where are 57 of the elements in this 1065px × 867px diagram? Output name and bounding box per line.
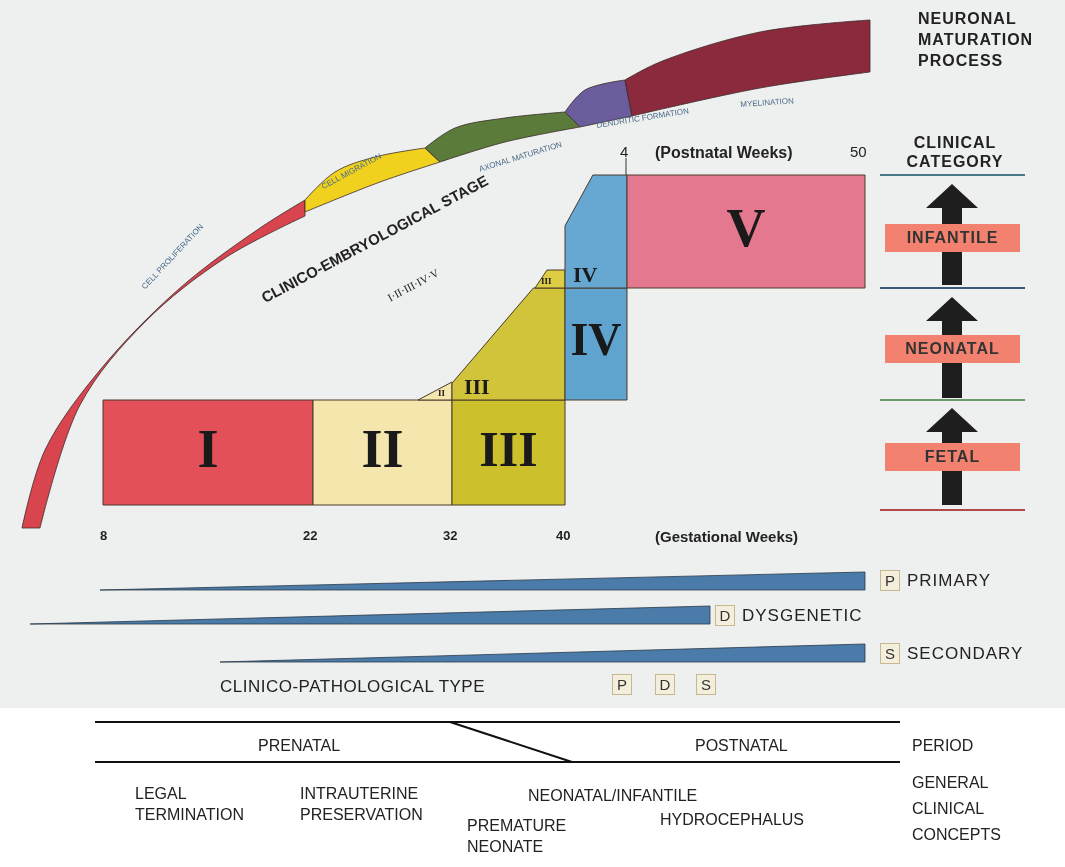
type-letter: P bbox=[617, 676, 627, 693]
stage-block bbox=[565, 288, 627, 400]
axis-tick-label: 32 bbox=[443, 527, 458, 544]
type-letter: D bbox=[719, 607, 731, 624]
type-name: PRIMARY bbox=[907, 571, 992, 591]
category-text: INFANTILE bbox=[906, 229, 999, 247]
axis-tick-label: 40 bbox=[556, 527, 571, 544]
type-letter: S bbox=[701, 676, 711, 693]
concept-label: NEONATAL/INFANTILE bbox=[528, 786, 698, 806]
category-label bbox=[885, 335, 1020, 363]
stage-numeral: IV bbox=[569, 317, 623, 363]
stage-numeral: III bbox=[478, 423, 539, 474]
axis-tick-label: 8 bbox=[100, 527, 108, 544]
stage-numeral: V bbox=[725, 200, 767, 255]
tapered-bar bbox=[100, 572, 865, 590]
axis-title: (Postnatal Weeks) bbox=[655, 143, 793, 163]
stage-numeral: II bbox=[360, 421, 405, 476]
concept-label: HYDROCEPHALUS bbox=[660, 810, 805, 830]
concept-label: PREMATURE NEONATE bbox=[467, 816, 568, 857]
stage-numeral: III bbox=[464, 376, 490, 398]
category-text: FETAL bbox=[924, 448, 981, 466]
stage-block bbox=[313, 400, 452, 505]
process-label: MYELINATION bbox=[740, 96, 795, 110]
section-title: CLINICAL CATEGORY bbox=[905, 133, 1005, 171]
stage-numeral: II bbox=[438, 389, 445, 398]
stage-block bbox=[452, 288, 565, 400]
section-title: CLINICO-PATHOLOGICAL TYPE bbox=[220, 676, 486, 698]
concept-label: INTRAUTERINE PRESERVATION bbox=[300, 784, 424, 825]
axis-tick-label: 50 bbox=[850, 142, 867, 162]
concept-label: LEGAL TERMINATION bbox=[135, 784, 246, 825]
stage-block bbox=[103, 400, 313, 505]
axis-tick-label: 22 bbox=[303, 527, 318, 544]
period-label: PRENATAL bbox=[258, 736, 341, 756]
stage-numeral: III bbox=[541, 277, 552, 286]
type-name: SECONDARY bbox=[907, 644, 1024, 664]
category-text: NEONATAL bbox=[905, 340, 1000, 358]
type-letter-box bbox=[612, 674, 632, 695]
type-letter: P bbox=[885, 572, 895, 589]
tapered-bar bbox=[220, 644, 865, 662]
stage-numeral: I bbox=[196, 421, 220, 476]
stage-block bbox=[452, 400, 565, 505]
period-label: POSTNATAL bbox=[695, 736, 788, 756]
section-title: NEURONAL MATURATION PROCESS bbox=[918, 9, 1035, 71]
concept-label: GENERAL CLINICAL CONCEPTS bbox=[912, 773, 1002, 845]
process-label: DENDRITIC FORMATION bbox=[596, 106, 690, 131]
stage-numeral: IV bbox=[573, 264, 598, 286]
axis-title: (Gestational Weeks) bbox=[655, 527, 799, 547]
axis-tick-label: 4 bbox=[620, 142, 629, 162]
type-letter: S bbox=[885, 645, 895, 662]
stage-block bbox=[627, 175, 865, 288]
category-label bbox=[885, 224, 1020, 252]
type-letter: D bbox=[659, 676, 671, 693]
type-letter-box bbox=[696, 674, 716, 695]
tapered-bar bbox=[30, 606, 710, 624]
category-label bbox=[885, 443, 1020, 471]
type-name: DYSGENETIC bbox=[742, 606, 863, 626]
period-label: PERIOD bbox=[912, 736, 974, 756]
